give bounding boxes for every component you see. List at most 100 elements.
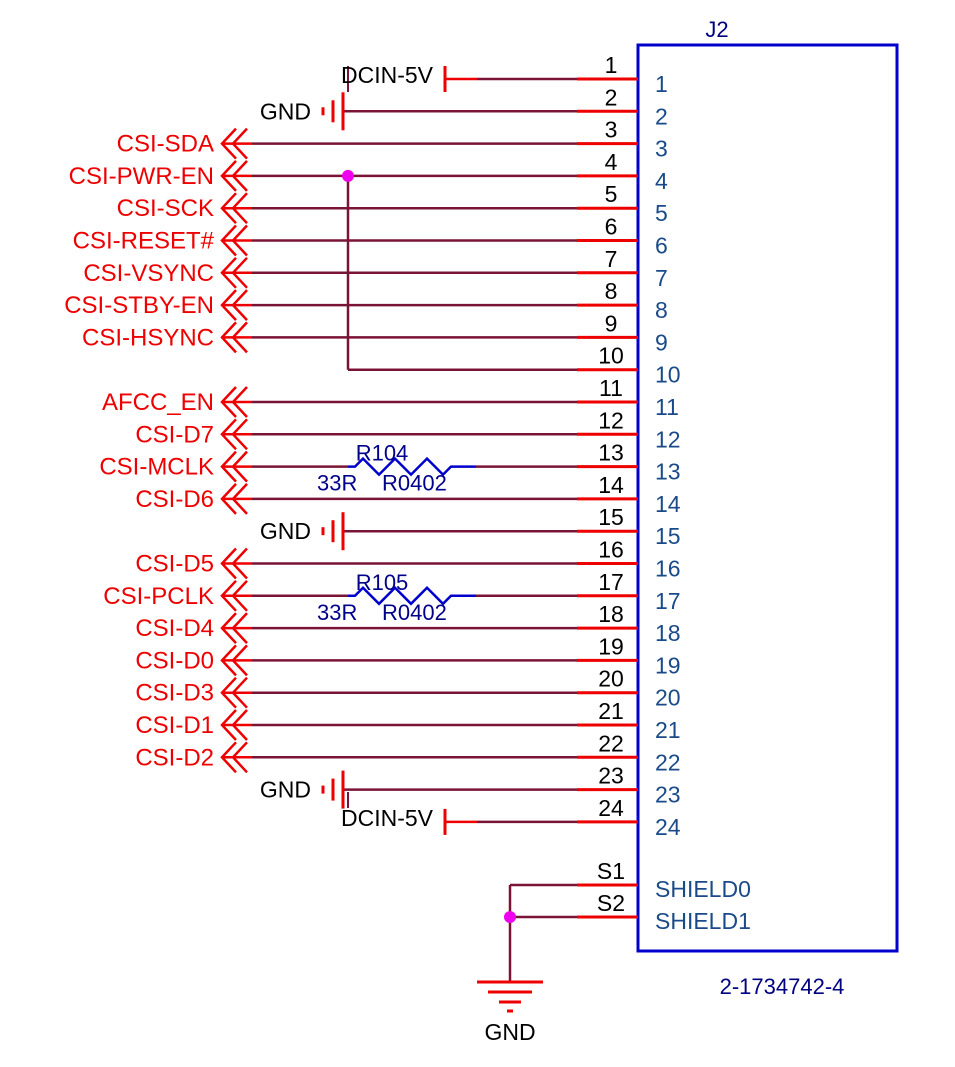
offpage-connector — [231, 127, 248, 160]
pin-number: 14 — [598, 472, 624, 498]
pin-pad-name: SHIELD1 — [655, 908, 751, 934]
net-label: CSI-D6 — [135, 486, 214, 513]
offpage-connector — [231, 676, 248, 709]
resistor-refdes: R104 — [356, 441, 409, 466]
offpage-connector — [231, 256, 248, 289]
pin-number: S2 — [597, 890, 625, 916]
offpage-connector — [220, 612, 237, 644]
pin-number: 4 — [605, 149, 618, 175]
pin-pad-name: 1 — [655, 71, 668, 97]
offpage-connector — [220, 547, 237, 580]
power-label: DCIN-5V — [341, 805, 434, 831]
offpage-connector — [220, 160, 237, 192]
offpage-connector — [231, 612, 248, 644]
offpage-connector — [231, 579, 248, 612]
net-label: CSI-D1 — [135, 712, 214, 739]
offpage-connector — [220, 709, 237, 741]
offpage-connector — [231, 289, 248, 321]
wire-group — [222, 66, 577, 981]
pin-pad-name: 14 — [655, 491, 681, 517]
net-label: AFCC_EN — [102, 389, 214, 416]
pin-pad-name: 19 — [655, 652, 681, 678]
pin-pad-name: 3 — [655, 136, 668, 162]
net-label: CSI-D4 — [135, 615, 214, 642]
offpage-connector — [220, 483, 237, 515]
pin-pad-name: 5 — [655, 200, 668, 226]
pin-pad-name: 23 — [655, 782, 681, 808]
net-label: CSI-MCLK — [99, 454, 214, 481]
resistor-package: R0402 — [382, 600, 447, 625]
pin-number: 24 — [598, 795, 624, 821]
offpage-connector — [220, 644, 237, 677]
pin-number: 6 — [605, 214, 618, 240]
pin-number: 18 — [598, 601, 624, 627]
pin-number: 1 — [605, 52, 618, 78]
resistor-symbol — [348, 456, 476, 477]
offpage-connector — [220, 256, 237, 289]
pin-pad-name: 24 — [655, 814, 681, 840]
offpage-connector — [231, 450, 248, 483]
offpage-connector — [220, 224, 237, 257]
offpage-connector — [220, 676, 237, 709]
shield-ground-label: GND — [484, 1019, 535, 1045]
pin-pad-name: 18 — [655, 620, 681, 646]
net-label: CSI-D0 — [135, 647, 214, 674]
offpage-connector — [231, 709, 248, 741]
resistor-value: 33R — [317, 471, 357, 496]
resistor-value: 33R — [317, 600, 357, 625]
pin-number: 16 — [598, 537, 624, 563]
net-label: CSI-STBY-EN — [64, 292, 214, 319]
pin-number: 7 — [605, 246, 618, 272]
pin-number: 21 — [598, 698, 624, 724]
junction-dot — [342, 169, 354, 182]
pin-pad-name: SHIELD0 — [655, 876, 751, 902]
pin-number: 13 — [598, 440, 624, 466]
offpage-connector — [231, 192, 248, 225]
pin-pad-name: 7 — [655, 265, 668, 291]
pin-number: 17 — [598, 569, 624, 595]
offpage-connector — [231, 644, 248, 677]
pin-number: 11 — [599, 375, 623, 401]
pin-pad-name: 10 — [655, 362, 681, 388]
pin-pad-name: 15 — [655, 523, 681, 549]
net-label: CSI-D3 — [135, 680, 214, 707]
offpage-connector — [231, 321, 248, 354]
pin-pad-name: 13 — [655, 459, 681, 485]
ground-label: GND — [260, 98, 311, 124]
pin-pad-name: 21 — [655, 717, 681, 743]
offpage-connector — [220, 741, 237, 774]
connector-part-number: 2-1734742-4 — [720, 974, 845, 999]
resistor-refdes: R105 — [356, 570, 409, 595]
offpage-connector — [220, 321, 237, 354]
offpage-connector — [220, 579, 237, 612]
net-label: CSI-PCLK — [103, 583, 214, 610]
pin-number: 8 — [605, 278, 618, 304]
ground-label: GND — [260, 777, 311, 803]
pin-pad-name: 9 — [655, 329, 668, 355]
offpage-connector — [231, 418, 248, 451]
net-label: CSI-D2 — [135, 744, 214, 771]
offpage-connector — [220, 192, 237, 225]
net-label: CSI-HSYNC — [82, 324, 214, 351]
net-label: CSI-PWR-EN — [69, 163, 214, 190]
offpage-connector — [231, 160, 248, 192]
offpage-connector — [231, 547, 248, 580]
pin-pad-name: 22 — [655, 749, 681, 775]
offpage-connector — [231, 483, 248, 515]
pin-number: 19 — [598, 633, 624, 659]
pin-number: 22 — [598, 730, 624, 756]
pin-pad-name: 17 — [655, 588, 681, 614]
pin-pad-name: 16 — [655, 556, 681, 582]
pin-number: 12 — [598, 407, 624, 433]
offpage-connector — [220, 418, 237, 451]
offpage-connector — [231, 741, 248, 774]
power-label: DCIN-5V — [341, 62, 434, 88]
offpage-connector — [220, 289, 237, 321]
pin-number: 2 — [605, 84, 618, 110]
net-label: CSI-D7 — [135, 421, 214, 448]
pin-pad-name: 2 — [655, 103, 668, 129]
pin-number: 3 — [605, 117, 618, 143]
offpage-connector — [231, 224, 248, 257]
net-label: CSI-D5 — [135, 551, 214, 578]
